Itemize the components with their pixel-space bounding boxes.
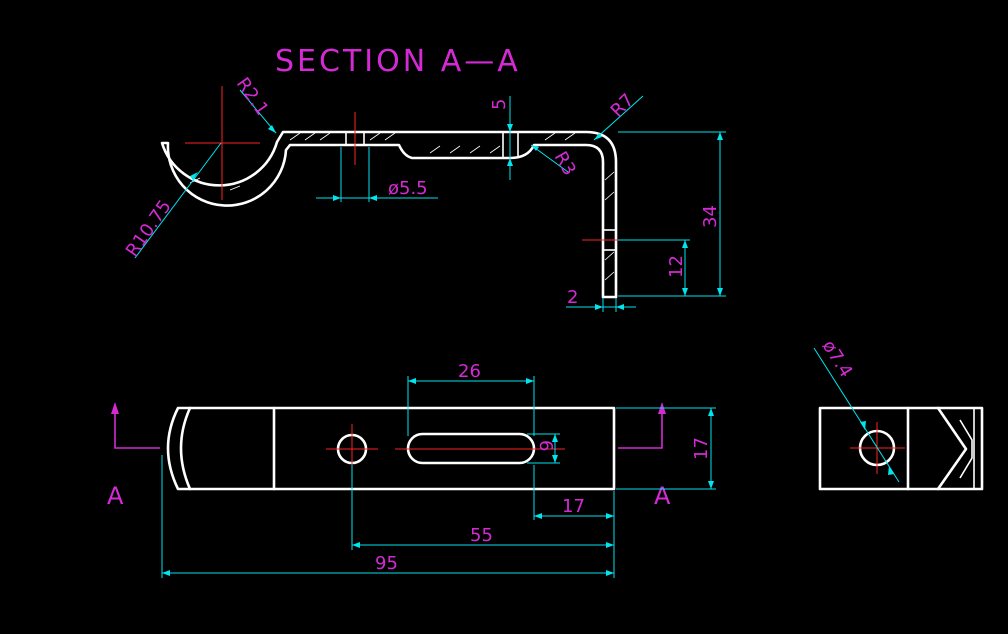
section-view: SECTION A—A xyxy=(122,44,726,312)
section-arrow-right xyxy=(618,412,663,449)
section-label-left: A xyxy=(107,482,124,510)
dim-r21: R2.1 xyxy=(232,74,273,120)
plate-outline xyxy=(166,406,616,491)
end-view: ø7.4 xyxy=(813,337,984,491)
dim-6: 6 xyxy=(535,440,556,451)
section-title: SECTION A—A xyxy=(275,44,521,79)
dim-17-bottom: 17 xyxy=(562,496,585,517)
dim-55: 55 xyxy=(470,525,493,546)
dim-r7: R7 xyxy=(607,90,639,122)
hook-curve-edge xyxy=(179,406,192,491)
dim-r3: R3 xyxy=(550,148,580,179)
section-label-right: A xyxy=(654,482,671,510)
top-view: A A 26 6 17 17 55 xyxy=(107,361,716,578)
dim-d55: ø5.5 xyxy=(388,178,428,199)
dim-95: 95 xyxy=(375,553,398,574)
end-view-hook-edge xyxy=(936,406,968,491)
dim-26: 26 xyxy=(458,361,481,382)
dim-17-side: 17 xyxy=(691,437,712,460)
section-hatch xyxy=(189,132,615,281)
dim-r1075: R10.75 xyxy=(122,196,176,261)
dim-12: 12 xyxy=(666,255,687,278)
section-arrow-left-head xyxy=(111,402,119,414)
dim-d74: ø7.4 xyxy=(818,337,857,382)
dim-2: 2 xyxy=(567,287,578,308)
dim-5: 5 xyxy=(489,99,510,110)
section-arrow-left xyxy=(114,412,160,449)
dim-34: 34 xyxy=(700,205,721,228)
end-view-outline xyxy=(818,406,984,491)
